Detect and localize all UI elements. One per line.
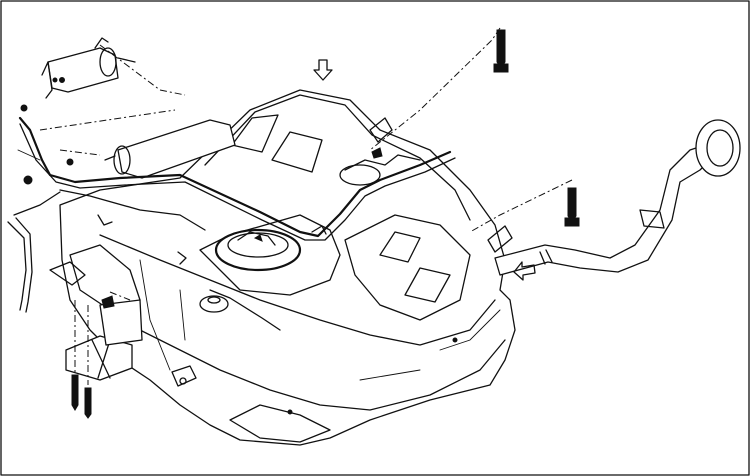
fuel-filter-mount bbox=[41, 61, 53, 99]
fuel-filter-bracket bbox=[94, 37, 109, 49]
vapor-line bbox=[59, 189, 206, 231]
cap-top bbox=[207, 296, 221, 304]
mounting-bolt-head bbox=[564, 217, 580, 227]
charcoal-canister bbox=[104, 119, 236, 179]
line-clip bbox=[17, 149, 41, 161]
canister-nozzle bbox=[104, 155, 116, 161]
vent-tube-left-2 bbox=[15, 217, 33, 313]
tank-bracket-right bbox=[487, 225, 513, 253]
leader-line bbox=[109, 291, 131, 301]
strap-bracket-detail bbox=[91, 339, 111, 379]
sender-plate bbox=[227, 232, 289, 258]
tank-front-crease bbox=[139, 259, 186, 371]
fuel-lines bbox=[7, 77, 456, 331]
filler-cap-inner bbox=[706, 129, 734, 167]
mounting-bolt-head bbox=[493, 63, 509, 73]
fuel-feed-line bbox=[18, 116, 452, 238]
clamp bbox=[177, 251, 187, 265]
leader-line bbox=[469, 179, 573, 233]
mounting-bolt-lower bbox=[84, 387, 92, 419]
leader-lines bbox=[39, 27, 573, 385]
tank-strap-bracket bbox=[65, 335, 133, 381]
tank-bracket-top bbox=[369, 117, 393, 143]
filter-outlet bbox=[117, 57, 136, 63]
mounting-bolt-right bbox=[567, 187, 577, 223]
service-hole-cap bbox=[199, 295, 229, 313]
mount-hole bbox=[452, 337, 458, 343]
fuel-tank bbox=[59, 89, 516, 446]
mounting-bolt-lower bbox=[71, 374, 79, 411]
fuel-tank-outline bbox=[59, 89, 516, 446]
tank-bottom-panel bbox=[229, 404, 331, 443]
clip-black bbox=[101, 295, 115, 309]
vent-tube-left bbox=[7, 221, 27, 311]
tank-hose-lower bbox=[209, 289, 281, 331]
tank-side-pad-2 bbox=[404, 267, 451, 303]
filler-hose-clamp bbox=[545, 249, 553, 263]
tank-side-pad-1 bbox=[379, 231, 421, 263]
arrow-left-icon bbox=[513, 261, 536, 281]
filler-pipe bbox=[494, 144, 713, 276]
strap-end bbox=[49, 261, 86, 286]
leader-line bbox=[99, 44, 186, 96]
sub-sender-ring bbox=[339, 164, 381, 186]
heat-shield-plate bbox=[99, 299, 143, 346]
tank-top-pad-1 bbox=[231, 114, 279, 153]
filter-bolt bbox=[59, 77, 65, 83]
leader-line bbox=[39, 109, 176, 131]
vent-tube-upper bbox=[13, 191, 61, 216]
tank-upper-plateau bbox=[204, 94, 471, 221]
filler-hose-clamp bbox=[539, 251, 546, 265]
line-connector bbox=[23, 175, 33, 185]
cap-body bbox=[199, 295, 229, 313]
fuel-pump-sender-unit bbox=[214, 228, 302, 272]
mounting-hardware bbox=[49, 29, 580, 419]
mount-hole bbox=[287, 409, 293, 415]
mounting-bolt-upper bbox=[496, 29, 506, 69]
line-connector bbox=[20, 104, 28, 112]
fuel-filter-assembly bbox=[41, 37, 136, 99]
fuel-filter-cap bbox=[99, 47, 117, 77]
tank-top-pad-2 bbox=[271, 131, 323, 173]
leader-line bbox=[369, 27, 501, 151]
leader-line bbox=[59, 149, 101, 156]
drain-plug-boss bbox=[171, 365, 197, 387]
sender-connector bbox=[237, 231, 276, 246]
filler-neck bbox=[494, 119, 741, 276]
sub-sender-unit bbox=[339, 147, 421, 186]
canister-end-cap bbox=[113, 145, 131, 175]
tank-bottom-rim bbox=[119, 319, 506, 411]
clamp bbox=[97, 214, 113, 226]
clamp bbox=[311, 225, 327, 235]
filler-bracket bbox=[639, 209, 665, 229]
tank-right-recess bbox=[344, 214, 471, 321]
fuel-return-line bbox=[19, 123, 456, 241]
sender-terminal bbox=[253, 234, 263, 242]
sub-sender-lead bbox=[344, 154, 421, 171]
line-connector bbox=[52, 77, 58, 83]
line-connector bbox=[66, 158, 74, 166]
tank-side-crease bbox=[359, 309, 501, 381]
sub-sender-clip bbox=[371, 147, 383, 159]
tank-lower-ledge bbox=[99, 234, 496, 346]
arrow-down-icon bbox=[313, 59, 333, 81]
canister-body bbox=[117, 119, 236, 179]
tank-saddle-trough bbox=[199, 214, 341, 296]
sender-ring bbox=[214, 228, 302, 272]
fuel-filter-body bbox=[47, 47, 119, 93]
